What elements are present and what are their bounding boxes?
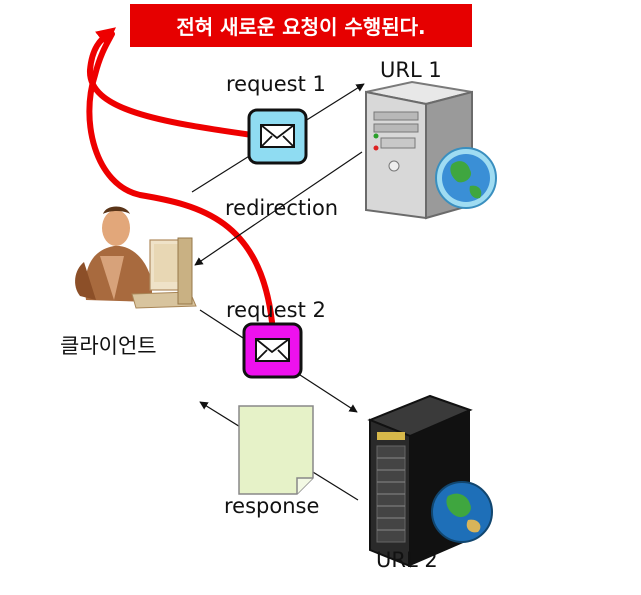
request2-label: request 2 (226, 298, 326, 322)
globe-icon-url2 (431, 481, 493, 543)
redirection-label: redirection (225, 196, 339, 220)
envelope-icon-request1 (247, 108, 308, 165)
client-person-icon (75, 206, 197, 309)
envelope-icon-request2 (242, 322, 303, 379)
request1-to-banner-curve (86, 27, 255, 138)
banner: 전혀 새로운 요청이 수행된다. (130, 4, 472, 47)
request1-label: request 1 (226, 72, 326, 96)
redirection-arrow (194, 151, 363, 266)
url2-label: URL 2 (376, 548, 438, 572)
globe-icon-url1 (435, 147, 497, 209)
client-label: 클라이언트 (60, 334, 157, 358)
response-document-icon (238, 405, 314, 495)
url1-label: URL 1 (380, 58, 442, 82)
response-label: response (224, 494, 320, 518)
request2-to-banner-curve (86, 31, 275, 325)
